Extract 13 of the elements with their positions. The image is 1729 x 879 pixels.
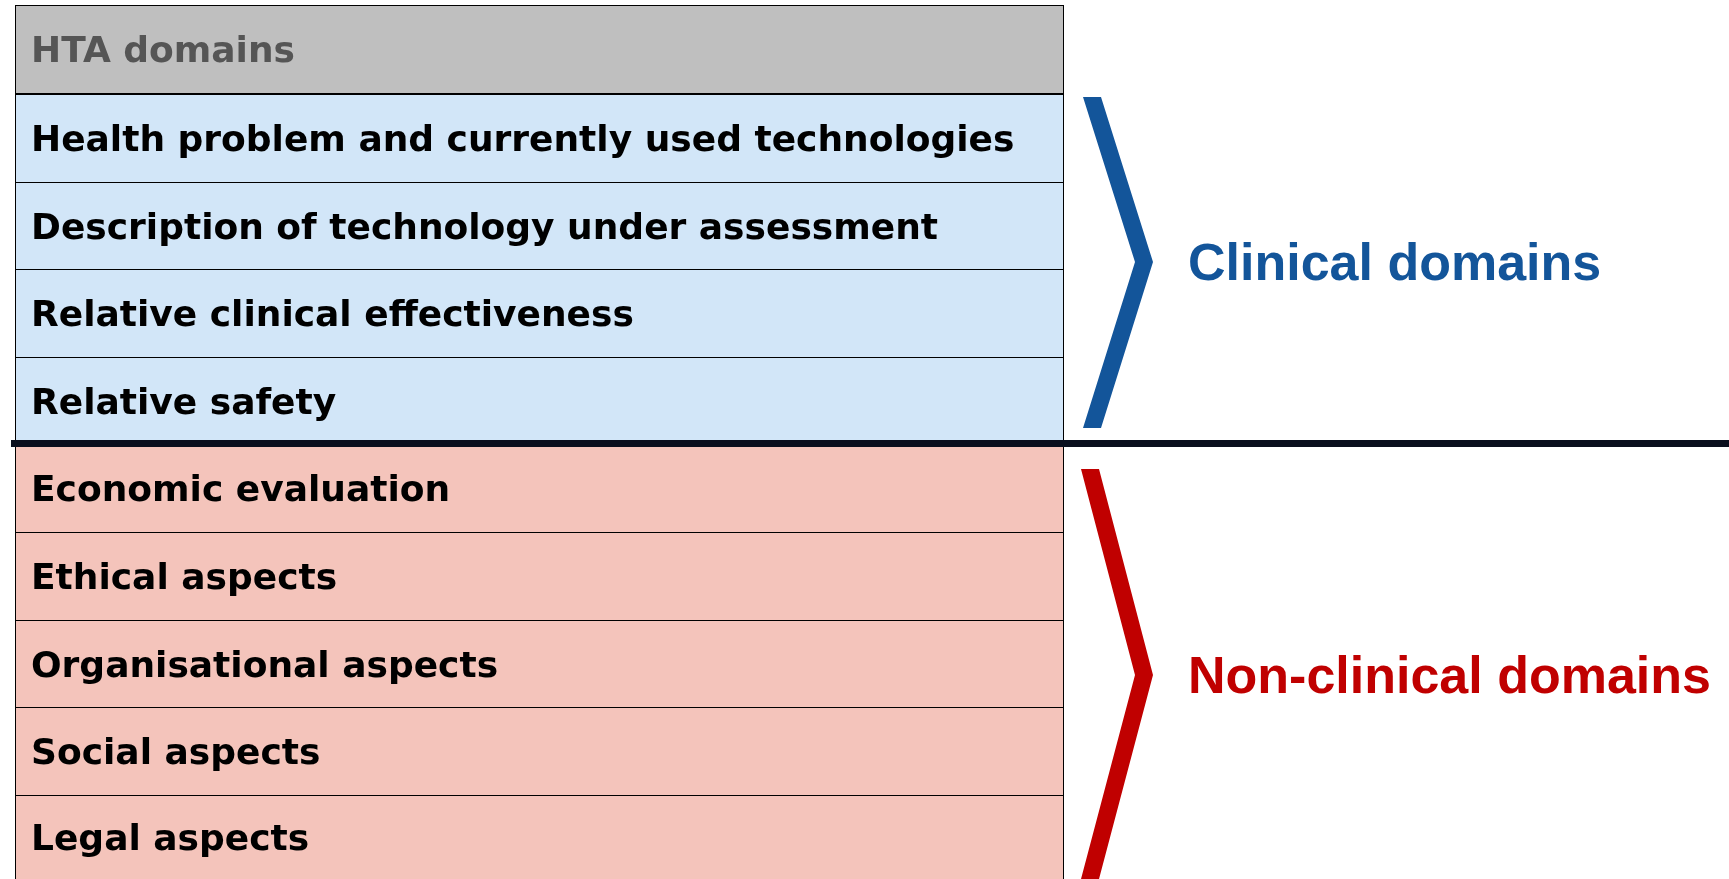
table-cell: Health problem and currently used technologies [15,94,1064,184]
table-cell: Organisational aspects [15,619,1064,709]
group-label: Non-clinical domains [1188,645,1711,705]
table-cell: Social aspects [15,707,1064,797]
table-cell: Economic evaluation [15,444,1064,534]
table-cell: Relative clinical effectiveness [15,269,1064,359]
chevron-bracket [1083,97,1153,428]
chevron-bracket [1081,469,1153,879]
group-label: Clinical domains [1188,232,1602,292]
table-cell: Legal aspects [15,794,1064,879]
table-cell: Description of technology under assessment [15,181,1064,271]
table-header: HTA domains [15,5,1064,94]
table-cell: Ethical aspects [15,532,1064,622]
